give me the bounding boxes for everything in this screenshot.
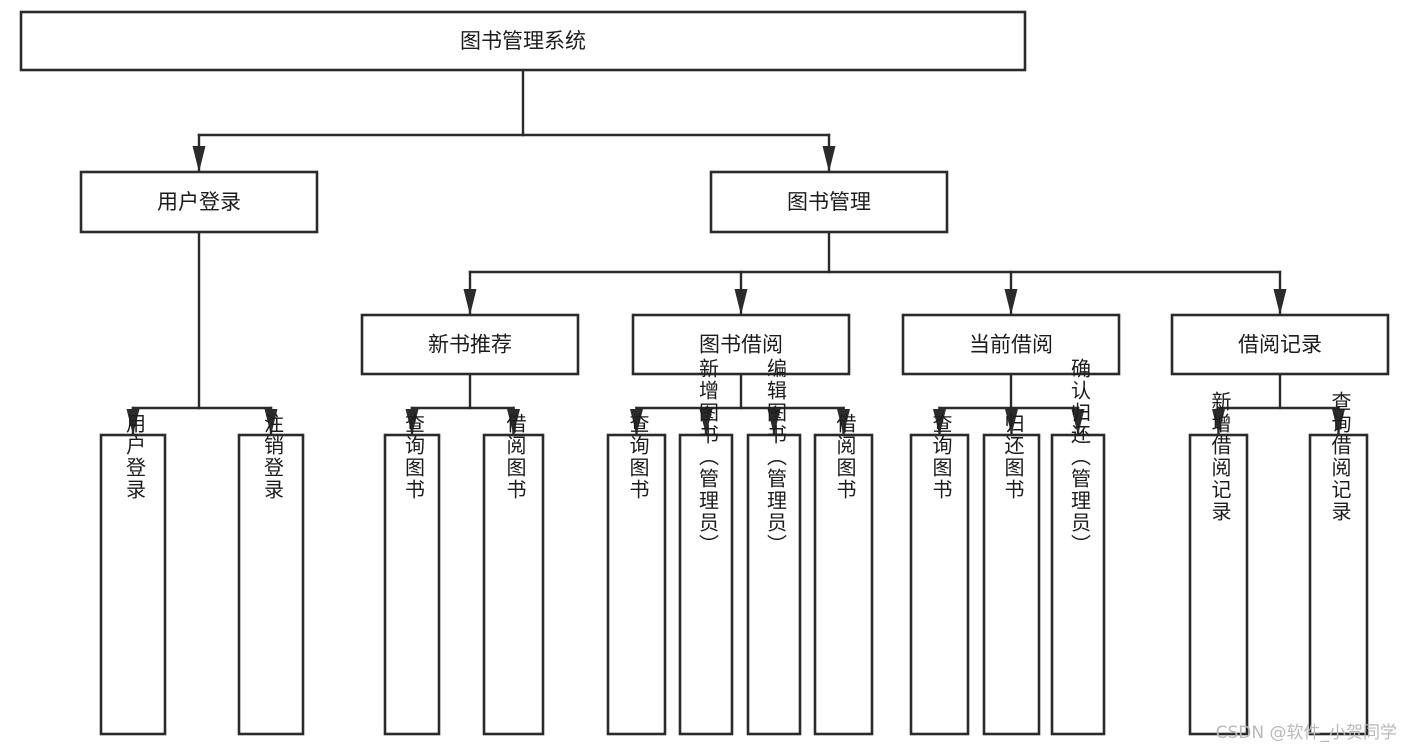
node-box-leaf-query-book-3 <box>909 433 970 736</box>
node-leaf-user-logout[interactable]: 注销登录 <box>237 413 305 736</box>
edges-borrow-record <box>1212 372 1345 437</box>
edges-new-book-rec <box>405 372 520 437</box>
node-box-borrow-record <box>1170 313 1390 376</box>
node-leaf-query-book-3[interactable]: 查询图书 <box>909 413 970 736</box>
node-box-user-login <box>79 170 319 234</box>
node-box-current-borrow <box>901 313 1121 376</box>
node-label-leaf-borrow-book-1: 借阅图书 <box>503 413 527 501</box>
arrow-head-icon <box>1071 409 1085 435</box>
edges-user-login <box>126 230 278 437</box>
node-leaf-query-book-1[interactable]: 查询图书 <box>383 413 441 736</box>
arrow-head-icon <box>822 146 836 172</box>
arrow-head-icon <box>192 146 206 172</box>
node-label-leaf-user-login: 用户登录 <box>123 413 147 501</box>
node-label-leaf-add-book: 新增图书（管理员） <box>696 358 720 556</box>
node-box-leaf-borrow-book-1 <box>482 433 545 736</box>
edges-root <box>192 68 836 174</box>
node-box-leaf-query-record <box>1308 433 1369 736</box>
node-box-leaf-add-book <box>678 433 734 736</box>
node-label-leaf-query-book-3: 查询图书 <box>929 413 953 501</box>
arrow-head-icon <box>837 409 850 435</box>
node-box-leaf-borrow-book-2 <box>813 433 874 736</box>
node-box-leaf-return-book <box>982 433 1041 736</box>
node-label-leaf-edit-book: 编辑图书（管理员） <box>764 358 788 556</box>
arrow-head-icon <box>933 409 946 435</box>
node-box-leaf-query-book-2 <box>606 433 667 736</box>
node-leaf-confirm-return[interactable]: 确认归还（管理员） <box>1050 358 1106 736</box>
node-label-leaf-query-book-2: 查询图书 <box>626 413 650 501</box>
arrow-head-icon <box>405 409 419 435</box>
node-label-current-borrow: 当前借阅 <box>969 333 1053 357</box>
node-label-leaf-query-record: 查询借阅记录 <box>1328 391 1352 523</box>
arrow-head-icon <box>463 289 477 315</box>
arrow-head-icon <box>1212 409 1225 435</box>
node-box-book-borrow <box>631 313 851 376</box>
arrow-head-icon <box>734 289 748 315</box>
node-label-leaf-user-logout: 注销登录 <box>261 413 285 501</box>
node-layer: 图书管理系统用户登录图书管理新书推荐图书借阅当前借阅借阅记录用户登录注销登录查询… <box>19 10 1390 736</box>
node-book-borrow[interactable]: 图书借阅 <box>631 313 851 376</box>
node-borrow-record[interactable]: 借阅记录 <box>1170 313 1390 376</box>
node-label-new-book-rec: 新书推荐 <box>428 333 512 357</box>
node-leaf-query-book-2[interactable]: 查询图书 <box>606 413 667 736</box>
arrow-head-icon <box>1273 289 1287 315</box>
node-label-root: 图书管理系统 <box>460 29 586 53</box>
node-leaf-add-record[interactable]: 新增借阅记录 <box>1188 391 1249 736</box>
node-root[interactable]: 图书管理系统 <box>19 10 1027 72</box>
node-box-new-book-rec <box>360 313 580 376</box>
edges-book-manage <box>463 230 1287 317</box>
node-box-root <box>19 10 1027 72</box>
arrow-head-icon <box>699 409 713 435</box>
arrow-head-icon <box>767 409 781 435</box>
node-leaf-query-record[interactable]: 查询借阅记录 <box>1308 391 1369 736</box>
node-leaf-borrow-book-2[interactable]: 借阅图书 <box>813 413 874 736</box>
node-label-leaf-add-record: 新增借阅记录 <box>1208 391 1232 523</box>
arrow-head-icon <box>1005 409 1018 435</box>
arrow-head-icon <box>264 409 278 435</box>
node-leaf-add-book[interactable]: 新增图书（管理员） <box>678 358 734 736</box>
node-leaf-edit-book[interactable]: 编辑图书（管理员） <box>746 358 802 736</box>
arrow-head-icon <box>1332 409 1345 435</box>
node-user-login[interactable]: 用户登录 <box>79 170 319 234</box>
node-label-borrow-record: 借阅记录 <box>1238 333 1322 357</box>
node-new-book-rec[interactable]: 新书推荐 <box>360 313 580 376</box>
edges-book-borrow <box>630 372 850 437</box>
node-label-book-manage: 图书管理 <box>787 190 871 214</box>
node-book-manage[interactable]: 图书管理 <box>709 170 949 234</box>
node-current-borrow[interactable]: 当前借阅 <box>901 313 1121 376</box>
node-leaf-user-login[interactable]: 用户登录 <box>99 413 167 736</box>
node-leaf-borrow-book-1[interactable]: 借阅图书 <box>482 413 545 736</box>
node-label-user-login: 用户登录 <box>157 190 241 214</box>
node-label-leaf-query-book-1: 查询图书 <box>402 413 426 501</box>
arrow-head-icon <box>507 409 520 435</box>
node-box-leaf-query-book-1 <box>383 433 441 736</box>
node-box-leaf-add-record <box>1188 433 1249 736</box>
node-box-leaf-user-login <box>99 433 167 736</box>
connector-layer <box>126 68 1345 437</box>
node-box-leaf-confirm-return <box>1050 433 1106 736</box>
edges-current-borrow <box>933 372 1085 437</box>
watermark-label: CSDN @软件_小贺同学 <box>1215 723 1397 743</box>
node-box-leaf-edit-book <box>746 433 802 736</box>
node-label-leaf-return-book: 归还图书 <box>1001 413 1025 501</box>
node-label-book-borrow: 图书借阅 <box>699 333 783 357</box>
node-box-book-manage <box>709 170 949 234</box>
arrow-head-icon <box>126 409 140 435</box>
node-label-leaf-borrow-book-2: 借阅图书 <box>833 413 857 501</box>
node-label-leaf-confirm-return: 确认归还（管理员） <box>1068 358 1092 556</box>
arrow-head-icon <box>630 409 643 435</box>
arrow-head-icon <box>1004 289 1018 315</box>
node-leaf-return-book[interactable]: 归还图书 <box>982 413 1041 736</box>
node-box-leaf-user-logout <box>237 433 305 736</box>
